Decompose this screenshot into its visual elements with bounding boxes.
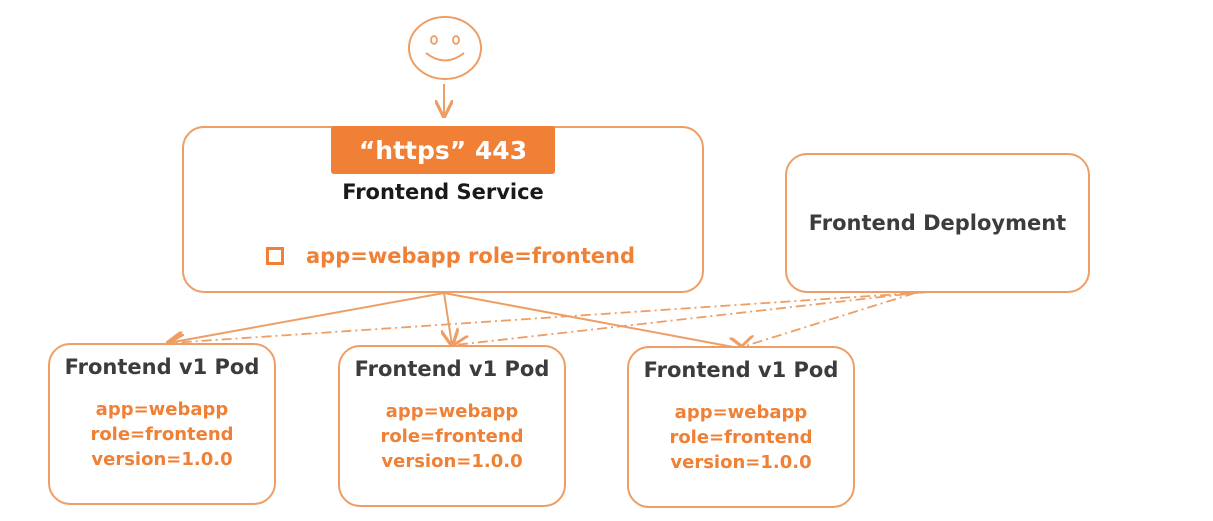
pod-label-role: role=frontend xyxy=(90,424,234,445)
pod-box: Frontend v1 Pod app=webapp role=frontend… xyxy=(48,343,276,505)
frontend-deployment-box: Frontend Deployment xyxy=(785,153,1090,293)
pod-box: Frontend v1 Pod app=webapp role=frontend… xyxy=(338,345,566,507)
service-port-badge: “https” 443 xyxy=(331,126,555,174)
pod-label-app: app=webapp xyxy=(385,401,519,422)
checkbox-icon xyxy=(266,247,284,265)
deployment-to-pod-2-arrow xyxy=(455,291,926,345)
pod-labels: app=webapp role=frontend version=1.0.0 xyxy=(50,397,274,472)
smiley-face-icon xyxy=(408,16,482,80)
service-selector-label: app=webapp role=frontend xyxy=(306,244,636,268)
pod-label-version: version=1.0.0 xyxy=(670,452,812,473)
pod-label-app: app=webapp xyxy=(95,399,229,420)
pod-labels: app=webapp role=frontend version=1.0.0 xyxy=(340,399,564,474)
deployment-to-pod-3-arrow xyxy=(742,292,916,347)
pod-title: Frontend v1 Pod xyxy=(354,357,550,381)
pod-title: Frontend v1 Pod xyxy=(64,355,260,379)
service-title: Frontend Service xyxy=(342,180,544,204)
service-selector: app=webapp role=frontend xyxy=(266,242,635,270)
service-to-pod-2-arrow xyxy=(444,292,452,345)
service-to-pod-1-arrow xyxy=(168,292,445,343)
pod-label-version: version=1.0.0 xyxy=(91,449,233,470)
deployment-to-pod-1-arrow xyxy=(170,291,931,343)
pod-box: Frontend v1 Pod app=webapp role=frontend… xyxy=(627,346,855,508)
pod-label-role: role=frontend xyxy=(380,426,524,447)
pod-label-app: app=webapp xyxy=(674,402,808,423)
service-to-pod-3-arrow xyxy=(443,292,744,349)
pod-label-role: role=frontend xyxy=(669,427,813,448)
pod-labels: app=webapp role=frontend version=1.0.0 xyxy=(629,400,853,475)
deployment-title: Frontend Deployment xyxy=(808,211,1067,235)
pod-title: Frontend v1 Pod xyxy=(643,358,839,382)
pod-label-version: version=1.0.0 xyxy=(381,451,523,472)
